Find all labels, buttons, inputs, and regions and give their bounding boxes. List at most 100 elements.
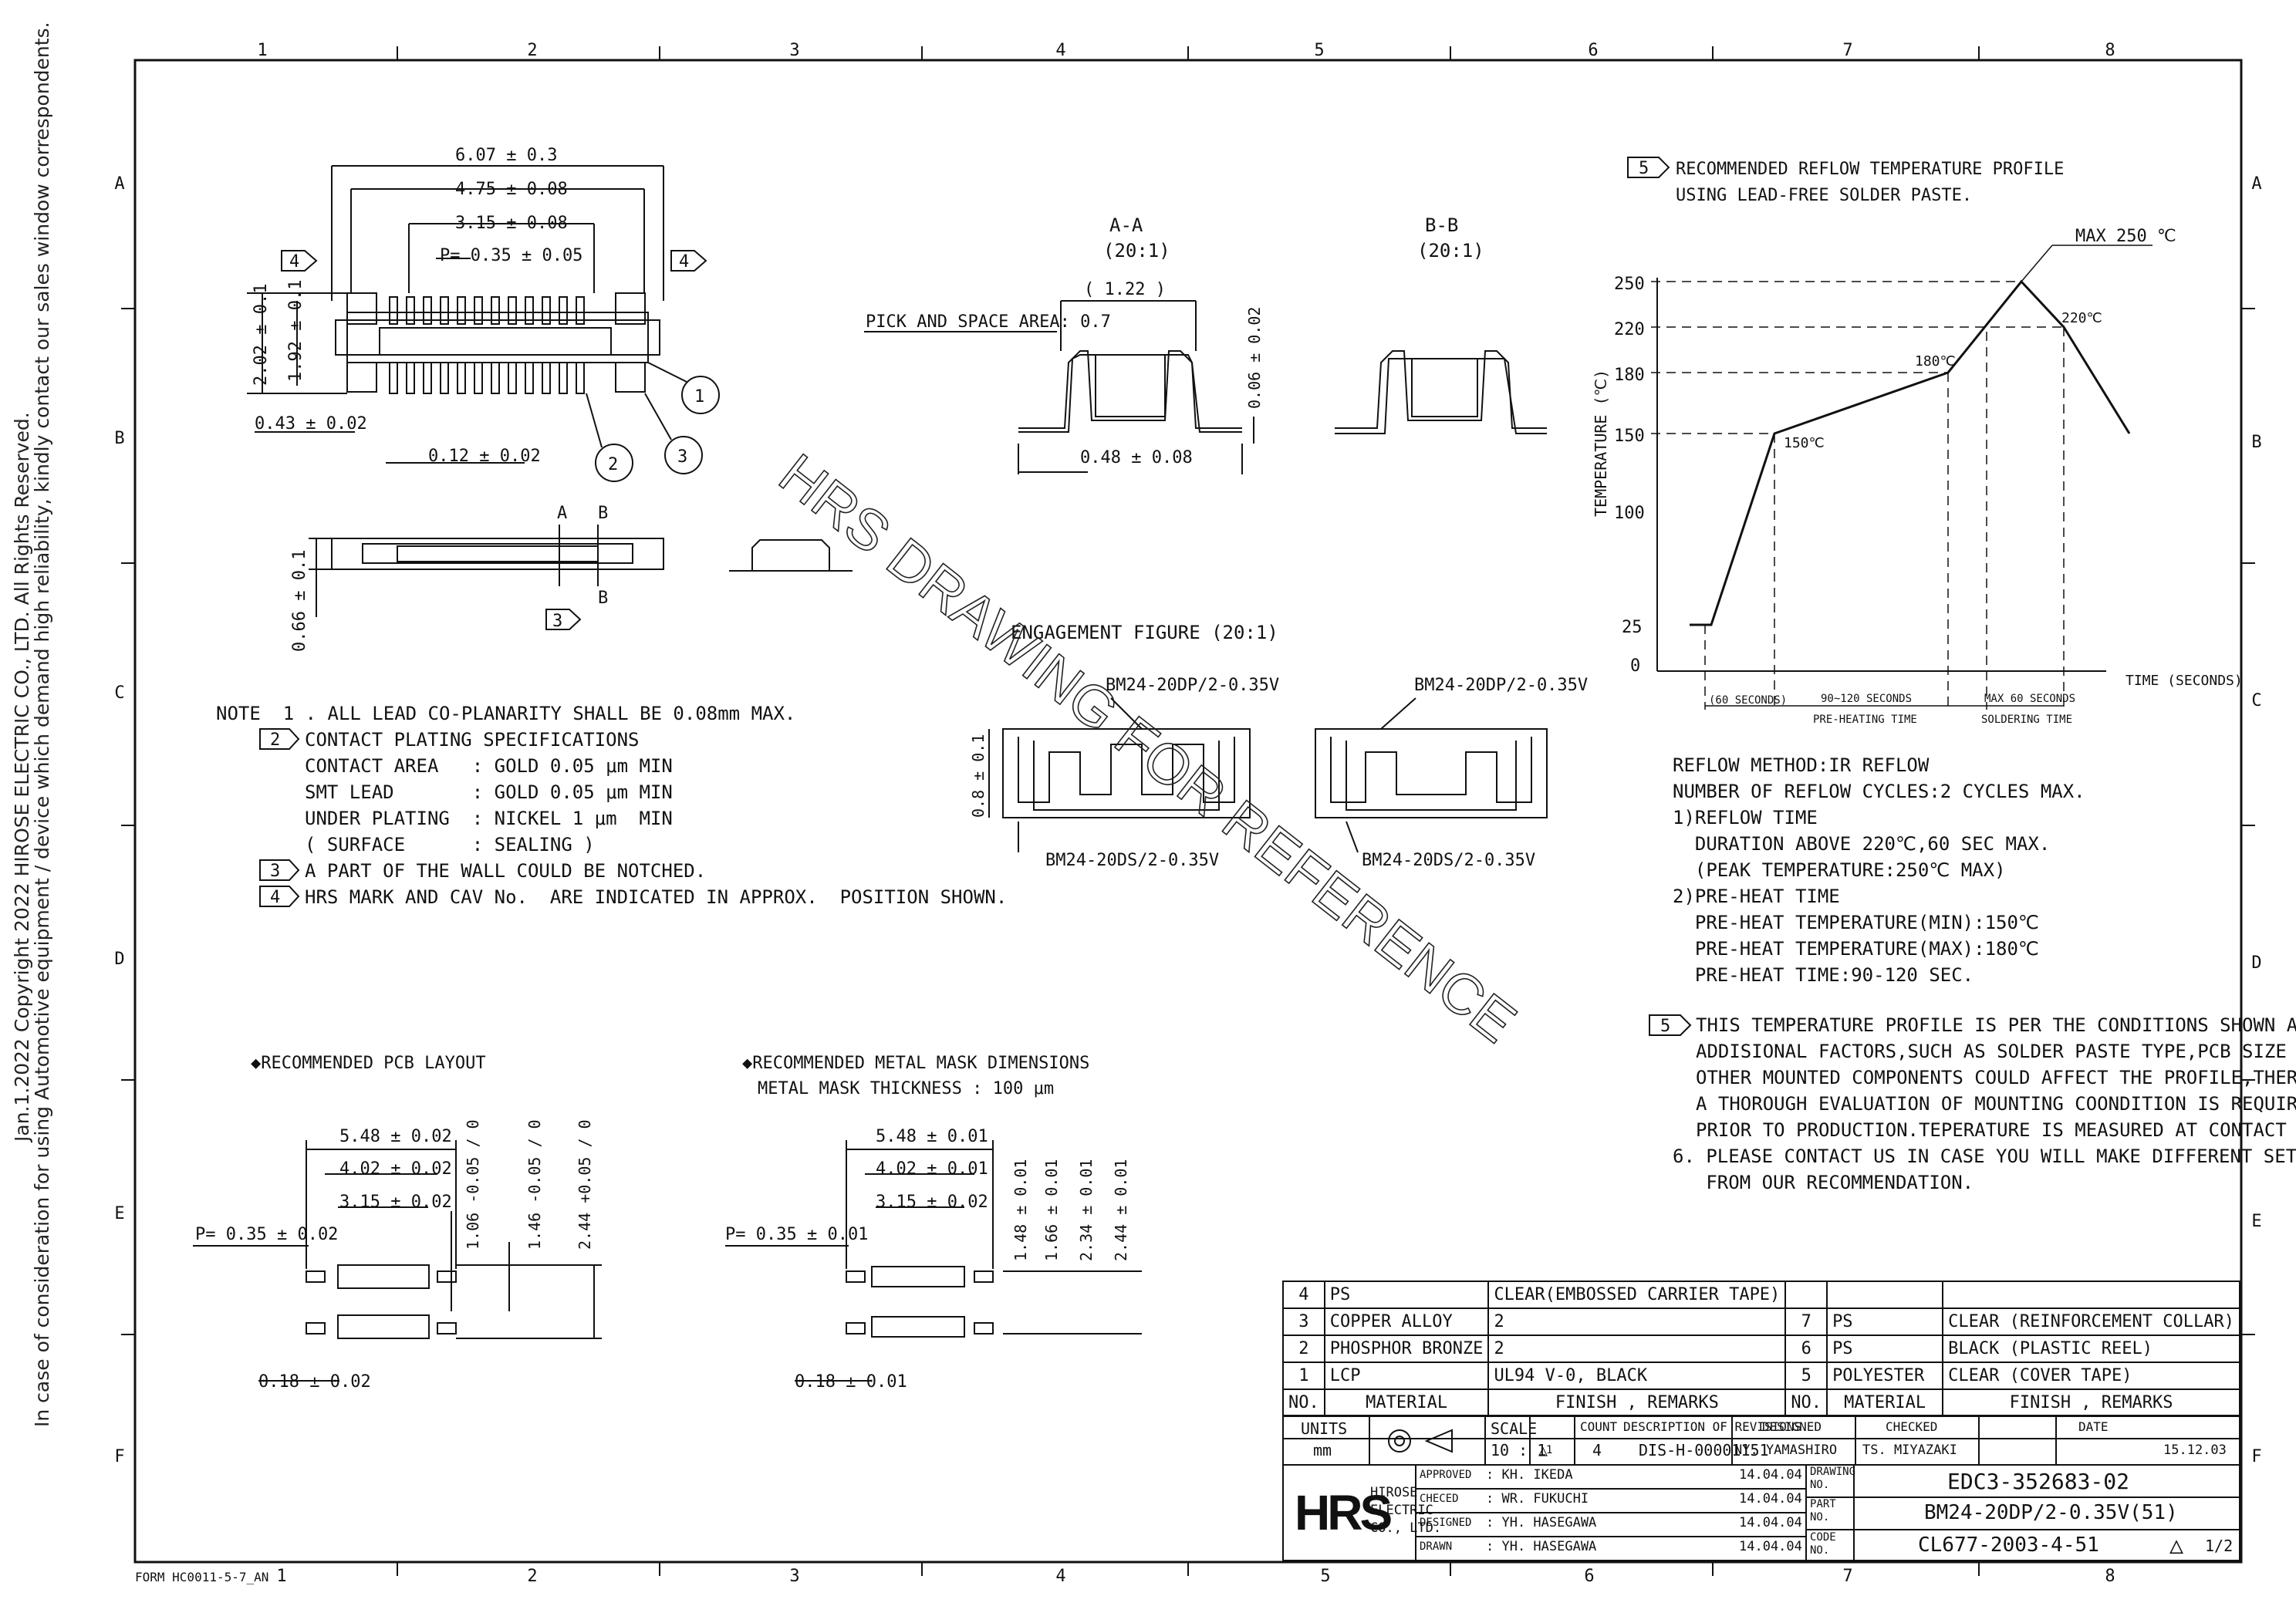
seg-preheat: PRE-HEATING TIME (1813, 714, 1917, 726)
dim-2-02: 2.02 ± 0.1 (252, 284, 271, 386)
aa-scale: (20:1) (1103, 240, 1170, 262)
part-no-label: PART NO. (1810, 1498, 1836, 1523)
note-5: THIS TEMPERATURE PROFILE IS PER THE COND… (1696, 1014, 2296, 1141)
reflow-title-2: USING LEAD-FREE SOLDER PASTE. (1676, 186, 1972, 205)
ytick-150: 150 (1614, 427, 1645, 446)
mark-4-right: 4 (679, 252, 689, 272)
engagement-title: ENGAGEMENT FIGURE (20:1) (1011, 622, 1278, 643)
grid-row-b: B (114, 429, 124, 448)
code-no: CL677-2003-4-51 (1918, 1534, 2099, 1557)
checked-label: CHECKED (1886, 1419, 1938, 1434)
drawing-no: EDC3-352683-02 (1947, 1469, 2130, 1494)
mark-3: 3 (552, 612, 562, 631)
part-no: BM24-20DP/2-0.35V(51) (1924, 1501, 2178, 1524)
section-aa (864, 300, 1254, 474)
pcb-pitch: P= 0.35 ± 0.02 (195, 1225, 338, 1244)
reflow-max: MAX 250 ℃ (2075, 227, 2176, 246)
grid-row-e: E (114, 1204, 124, 1223)
note-2c: UNDER PLATING : NICKEL 1 μm MIN (305, 808, 673, 829)
point-150: 150℃ (1784, 435, 1825, 451)
bubble-2: 2 (608, 455, 618, 474)
checked-by: : WR. FUKUCHI (1486, 1491, 1589, 1507)
reflow-time: 1)REFLOW TIME (1673, 807, 1818, 828)
grid-row-f: F (114, 1447, 124, 1466)
dim-1-92: 1.92 ± 0.1 (286, 280, 306, 382)
dim-3-15: 3.15 ± 0.08 (455, 214, 568, 233)
grid-col-5b: 5 (1320, 1567, 1330, 1586)
designed-row-label: DESIGNED (1420, 1517, 1472, 1529)
note-tag-5: 5 (1660, 1017, 1670, 1036)
bom-material: PHOSPHOR BRONZE (1323, 1335, 1490, 1363)
reflow-title-1: RECOMMENDED REFLOW TEMPERATURE PROFILE (1676, 160, 2064, 179)
date-label: DATE (2078, 1419, 2109, 1434)
scale-label: SCALE (1491, 1419, 1538, 1438)
ytick-100: 100 (1614, 504, 1645, 523)
preheat-min: PRE-HEAT TEMPERATURE(MIN):150℃ (1673, 912, 2039, 933)
code-no-label: CODE NO. (1810, 1531, 1836, 1557)
desc-label: DESCRIPTION OF REVISIONS (1623, 1419, 1802, 1434)
reflow-method: REFLOW METHOD:IR REFLOW (1673, 754, 1930, 776)
hrs-logo: HRS (1295, 1485, 1393, 1540)
aa-pick: PICK AND SPACE AREA: 0.7 (866, 312, 1111, 332)
point-220: 220℃ (2061, 310, 2102, 326)
reflow-peak: (PEAK TEMPERATURE:250℃ MAX) (1673, 859, 2006, 881)
bom-finish: CLEAR (COVER TAPE) (1942, 1361, 2240, 1390)
side-height: 0.66 ± 0.1 (290, 550, 309, 652)
approved-date: 14.04.04 (1739, 1467, 1802, 1483)
note-2b: SMT LEAD : GOLD 0.05 μm MIN (305, 781, 673, 803)
reflow-xlabel: TIME (SECONDS) (2125, 673, 2243, 689)
ytick-250: 250 (1614, 275, 1645, 294)
reflow-curve (1690, 279, 2131, 626)
sheet-number: 1/2 (2205, 1537, 2234, 1555)
bom-material: PS (1826, 1308, 1944, 1336)
grid-col-7: 7 (1842, 41, 1852, 60)
mask-thickness: METAL MASK THICKNESS : 100 μm (758, 1079, 1054, 1098)
note-2: CONTACT PLATING SPECIFICATIONS (305, 729, 640, 751)
units-label: UNITS (1301, 1419, 1348, 1438)
bom-finish: BLACK (PLASTIC REEL) (1942, 1335, 2240, 1363)
bb-title: B-B (1425, 214, 1458, 236)
grid-col-1: 1 (257, 41, 267, 60)
grid-col-7b: 7 (1842, 1567, 1852, 1586)
top-view (247, 165, 720, 482)
title-block: UNITS mm SCALE 10 : 1 △ 1 COUNT 4 DESCRI… (1282, 1415, 2242, 1561)
note-tag-3: 3 (270, 862, 280, 881)
pcb-v1: 1.06 -0.05 / 0 (464, 1119, 482, 1250)
bom-head-no2: NO. (1784, 1388, 1828, 1417)
designed-value: NY. YAMASHIRO (1734, 1442, 1838, 1458)
designed-by: : YH. HASEGAWA (1486, 1515, 1597, 1530)
drawn-label: DRAWN (1420, 1540, 1453, 1553)
grid-col-2b: 2 (527, 1567, 537, 1586)
sec-b-2: B (598, 589, 608, 608)
grid-col-6: 6 (1588, 41, 1598, 60)
checked-date: 14.04.04 (1739, 1491, 1802, 1507)
dim-0-12: 0.12 ± 0.02 (428, 447, 541, 466)
mask-d3: 3.15 ± 0.02 (876, 1193, 988, 1212)
bubble-1: 1 (694, 387, 704, 407)
reflow-duration: DURATION ABOVE 220℃,60 SEC MAX. (1673, 833, 2051, 855)
approved-label: APPROVED (1420, 1469, 1472, 1481)
pcb-d2: 4.02 ± 0.02 (339, 1159, 452, 1179)
grid-row-c: C (114, 683, 124, 703)
grid-col-3b: 3 (789, 1567, 799, 1586)
seg-90-120: 90~120 SECONDS (1821, 693, 1912, 705)
units-value: mm (1313, 1441, 1332, 1459)
ytick-220: 220 (1614, 320, 1645, 339)
seg-60: (60 SECONDS) (1709, 694, 1787, 707)
pcb-d3: 3.15 ± 0.02 (339, 1193, 452, 1212)
sheet-rev-icon: △ (2169, 1532, 2184, 1559)
grid-row-a-r: A (2251, 174, 2261, 194)
grid-row-a: A (114, 174, 124, 194)
section-bb (1335, 350, 1547, 434)
desc-value: DIS-H-00001151 (1639, 1441, 1769, 1459)
mask-d1: 5.48 ± 0.01 (876, 1127, 988, 1146)
engagement-height: 0.8 ± 0.1 (969, 734, 988, 818)
designed-label: DESIGNED (1762, 1419, 1822, 1434)
bom-finish: CLEAR(EMBOSSED CARRIER TAPE) (1487, 1281, 1787, 1309)
preheat-max: PRE-HEAT TEMPERATURE(MAX):180℃ (1673, 938, 2039, 960)
mark-4-left: 4 (289, 252, 299, 272)
reflow-cycles: NUMBER OF REFLOW CYCLES:2 CYCLES MAX. (1673, 781, 2085, 802)
